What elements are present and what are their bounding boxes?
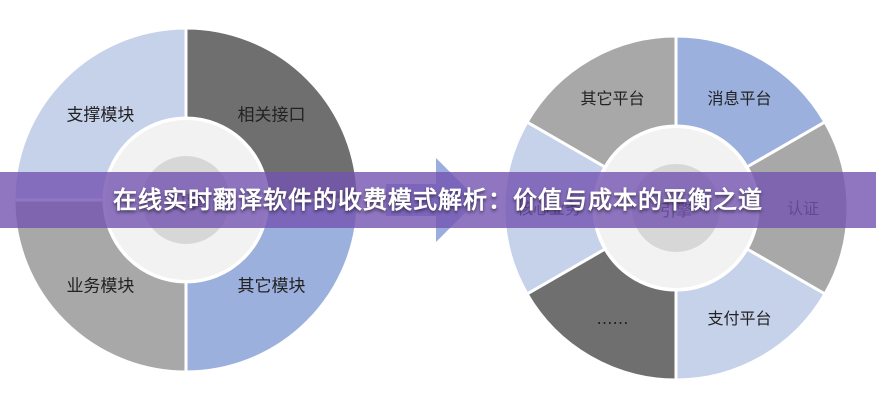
right-segment-5	[524, 34, 678, 170]
right-segment-2	[674, 246, 828, 382]
banner-title: 在线实时翻译软件的收费模式解析：价值与成本的平衡之道	[113, 186, 763, 214]
right-ring-diagram: 消息平台认证支付平台……核心业务其它平台引擎	[502, 34, 850, 382]
right-segment-3	[524, 246, 678, 382]
left-segment-label-1: 其它模块	[238, 277, 306, 297]
right-segment-label-0: 消息平台	[707, 89, 771, 108]
right-segment-0	[674, 34, 828, 170]
right-segment-label-2: 支付平台	[707, 309, 771, 328]
left-segment-label-2: 业务模块	[66, 277, 134, 297]
left-segment-1	[184, 198, 360, 374]
left-segment-label-3: 支撑模块	[66, 105, 134, 125]
right-segment-label-5: 其它平台	[580, 89, 644, 108]
left-segment-label-0: 相关接口	[238, 105, 306, 125]
left-segment-3	[12, 26, 188, 202]
title-banner	[0, 172, 876, 228]
right-segment-label-3: ……	[597, 309, 629, 328]
